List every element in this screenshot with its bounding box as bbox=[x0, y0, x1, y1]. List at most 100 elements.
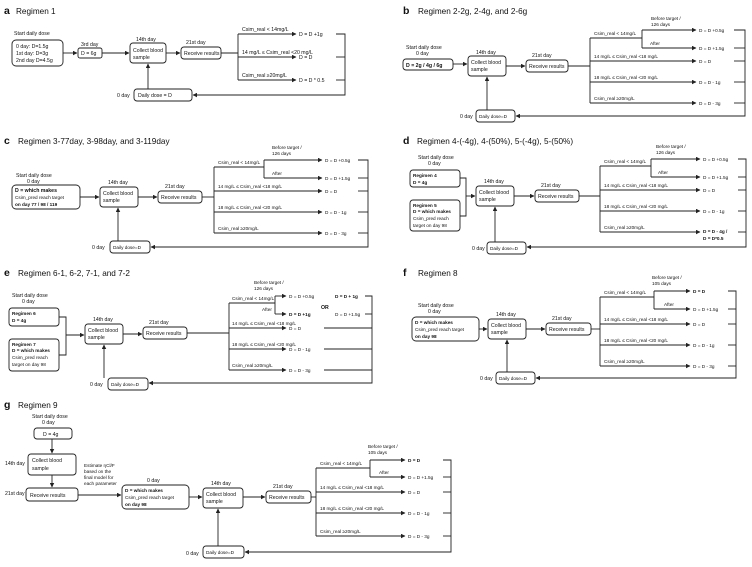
collect-label: sample bbox=[103, 198, 120, 204]
panel-letter: c bbox=[4, 135, 10, 147]
daily-dose-label: Daily dose=D bbox=[479, 114, 508, 119]
before-target-label: 126 days bbox=[254, 286, 274, 291]
daily-dose-label: Daily dose=D bbox=[113, 245, 142, 250]
initial-dose-line: D = which makes bbox=[415, 320, 453, 325]
condition-label: Csim_real < 14mg/L bbox=[232, 296, 274, 301]
condition-label: Csim_real < 14mg/L bbox=[604, 290, 646, 295]
outcome-label: D = D * 0.5 bbox=[299, 78, 325, 84]
zero-day-label: 0 day bbox=[416, 51, 429, 57]
outcome-label: D = D bbox=[299, 55, 313, 61]
outcome-label: D = D bbox=[325, 189, 338, 194]
condition-label: 18 mg/L ≤ Csim_real <20 mg/L bbox=[232, 342, 296, 347]
regimen-4-box bbox=[409, 169, 461, 188]
day-label: 14th day bbox=[484, 179, 504, 185]
outcome-label: D = D +1g bbox=[289, 312, 311, 317]
start-daily-dose-label: Start daily dose bbox=[32, 414, 68, 420]
merge-bracket bbox=[59, 316, 67, 356]
condition-label: Csim_real < 14mg/L bbox=[604, 159, 646, 164]
daily-dose-box bbox=[486, 241, 527, 255]
before-target-label: Before target / bbox=[254, 280, 284, 285]
panel-title: Regimen 4-(-4g), 4-(50%), 5-(-4g), 5-(50… bbox=[417, 137, 573, 146]
condition-label: 14 mg/L ≤ Csim_real <20 mg/L bbox=[242, 50, 313, 56]
panel-letter: g bbox=[4, 399, 10, 411]
outcome-label: D = D +1.5g bbox=[408, 475, 434, 480]
condition-label: 14 mg/L ≤ Csim_real <18 mg/L bbox=[604, 183, 668, 188]
outcome-label: D = D - 1g bbox=[325, 210, 347, 215]
condition-label: 14 mg/L ≤ Csim_real <18 mg/L bbox=[320, 485, 384, 490]
outcome-label: D = D bbox=[289, 326, 302, 331]
condition-label: 14 mg/L ≤ Csim_real <18 mg/L bbox=[604, 317, 668, 322]
before-target-label: Before target / bbox=[652, 275, 682, 280]
panel-letter: e bbox=[4, 267, 10, 279]
before-target-label: 126 days bbox=[651, 22, 671, 27]
feedback-line bbox=[192, 33, 346, 98]
outcome-label: D = D +0.5g bbox=[703, 157, 729, 162]
outcome-label: D = D +1.5g bbox=[699, 46, 725, 51]
day-label: 3rd day bbox=[81, 42, 99, 48]
before-target-label: Before target / bbox=[651, 16, 681, 21]
collect-label: Collect blood bbox=[491, 323, 521, 329]
before-target-label: Before target / bbox=[656, 144, 686, 149]
estimate-label: based on the bbox=[84, 469, 111, 474]
day-label: 21st day bbox=[552, 316, 572, 322]
collect-label: sample bbox=[479, 197, 496, 203]
day-label: 14th day bbox=[211, 481, 231, 487]
initial-dose-line: Csim_pred reach bbox=[413, 216, 449, 221]
initial-dose-line: D = 4g bbox=[43, 432, 59, 438]
day-label: 21st day bbox=[186, 40, 206, 46]
outcome-label: D = D +1.5g bbox=[693, 307, 719, 312]
initial-dose-line: Csim_pred reach target bbox=[415, 327, 465, 332]
initial-dose-line: 2nd day D=4.5g bbox=[16, 58, 53, 64]
loading-dose-text: D = 6g bbox=[81, 51, 97, 57]
start-daily-dose-label: Start daily dose bbox=[16, 173, 52, 179]
second-dose-line: Csim_pred reach target bbox=[125, 495, 175, 500]
condition-label: 14 mg/L ≤ Csim_real <18 mg/L bbox=[218, 184, 282, 189]
collect-label: Collect blood bbox=[88, 328, 118, 334]
daily-dose-label: Daily dose=D bbox=[206, 550, 235, 555]
collect-label: Collect blood bbox=[133, 48, 163, 54]
feedback-line bbox=[526, 158, 747, 250]
receive-results-label: Receive results bbox=[549, 327, 585, 333]
outcome-label: D = D bbox=[408, 458, 421, 463]
estimate-label: final model for bbox=[84, 475, 114, 480]
panel-title: Regimen 1 bbox=[16, 7, 56, 16]
collect-label: sample bbox=[491, 330, 508, 336]
receive-results-label: Receive results bbox=[161, 195, 197, 201]
alt-outcome-label: D = D + 1g bbox=[335, 294, 358, 299]
initial-dose-line: D = 2g / 4g / 6g bbox=[406, 63, 442, 69]
daily-dose-box bbox=[495, 371, 536, 385]
panel-title: Regimen 3-77day, 3-98day, and 3-119day bbox=[18, 137, 170, 146]
condition-label: Csim_real ≥20mg/L bbox=[242, 73, 287, 79]
initial-dose-line: Csim_pred reach target bbox=[15, 195, 65, 200]
estimate-label: each parameter bbox=[84, 481, 117, 486]
start-daily-dose-label: Start daily dose bbox=[418, 303, 454, 309]
outcome-label: D = D +1.5g bbox=[703, 175, 729, 180]
feedback-line bbox=[148, 295, 373, 386]
initial-dose-line: D = which makes bbox=[413, 209, 451, 214]
collect-label: sample bbox=[88, 335, 105, 341]
receive-results-label: Receive results bbox=[146, 331, 182, 337]
day-label: 21st day bbox=[149, 320, 169, 326]
day-label: 21st day bbox=[5, 491, 25, 497]
collect-blood-sample-box bbox=[487, 318, 527, 340]
panel-title: Regimen 8 bbox=[418, 269, 458, 278]
initial-dose-line: D = which makes bbox=[12, 348, 50, 353]
day-label: 14th day bbox=[5, 461, 25, 467]
outcome-label: D = D - 4g / bbox=[703, 229, 728, 234]
merge-bracket bbox=[460, 177, 467, 217]
initial-dose-box bbox=[33, 427, 73, 440]
outcome-label: D = D - 1g bbox=[703, 209, 725, 214]
initial-dose-line: D = 4g bbox=[12, 318, 26, 323]
condition-label: 18 mg/L ≤ Csim_real <20 mg/L bbox=[320, 506, 384, 511]
condition-label: Csim_real ≥20mg/L bbox=[594, 96, 635, 101]
outcome-label: D = D bbox=[408, 490, 421, 495]
collect-blood-sample-box bbox=[475, 185, 515, 207]
initial-dose-line: 1st day: D=3g bbox=[16, 51, 48, 57]
before-target-label: 126 days bbox=[272, 151, 292, 156]
daily-dose-label: Daily dose=D bbox=[111, 382, 140, 387]
collect-label: sample bbox=[206, 499, 223, 505]
collect-blood-sample-box bbox=[99, 186, 139, 208]
regimen-label: Regimen 5 bbox=[413, 203, 437, 208]
outcome-label: D = D - 3g bbox=[693, 364, 715, 369]
initial-dose-line: on day 98 bbox=[415, 334, 437, 339]
